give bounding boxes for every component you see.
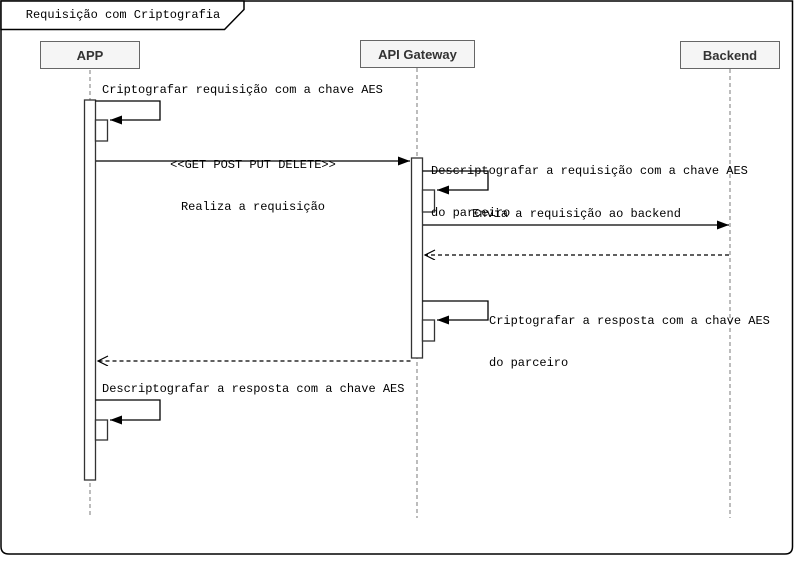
activation-app-nested-1 — [94, 119, 109, 142]
label-realiza-requisicao-line2: Realiza a requisição — [180, 200, 326, 214]
frame-title: Requisição com Criptografia — [25, 8, 221, 22]
self-message-app-encrypt-request — [95, 100, 161, 125]
activation-gateway-nested-1 — [421, 189, 436, 213]
participant-app: APP — [40, 41, 140, 69]
label-envia-backend: Envia a requisição ao backend — [472, 207, 681, 221]
label-realiza-requisicao-line1: <<GET POST PUT DELETE>> — [170, 158, 336, 172]
activation-gateway-main — [410, 157, 424, 359]
label-decrypt-response: Descriptografar a resposta com a chave A… — [102, 382, 405, 396]
participant-app-label: APP — [76, 47, 104, 63]
activation-app-main — [83, 99, 97, 481]
self-message-gateway-encrypt-response — [422, 300, 489, 325]
label-decrypt-request-line2: do parceiro — [431, 206, 511, 220]
label-encrypt-request: Criptografar requisição com a chave AES — [102, 83, 383, 97]
activation-gateway-nested-2 — [421, 319, 436, 342]
participant-backend: Backend — [680, 41, 780, 69]
label-realiza-requisicao: <<GET POST PUT DELETE>> Realiza a requis… — [96, 130, 410, 242]
label-encrypt-response-line1: Criptografar a resposta com a chave AES — [489, 314, 770, 328]
label-encrypt-response: Criptografar a resposta com a chave AES … — [489, 286, 770, 398]
participant-api-gateway-label: API Gateway — [378, 46, 457, 62]
participant-backend-label: Backend — [702, 47, 758, 63]
label-encrypt-response-line2: do parceiro — [489, 356, 569, 370]
label-decrypt-request-line1: Descriptografar a requisição com a chave… — [431, 164, 748, 178]
self-message-gateway-decrypt-request — [422, 170, 489, 195]
frame-title-tab — [0, 0, 245, 31]
activation-app-nested-2 — [94, 419, 109, 441]
participant-api-gateway: API Gateway — [360, 40, 475, 68]
label-decrypt-request: Descriptografar a requisição com a chave… — [431, 136, 748, 248]
self-message-app-decrypt-response — [95, 399, 161, 425]
